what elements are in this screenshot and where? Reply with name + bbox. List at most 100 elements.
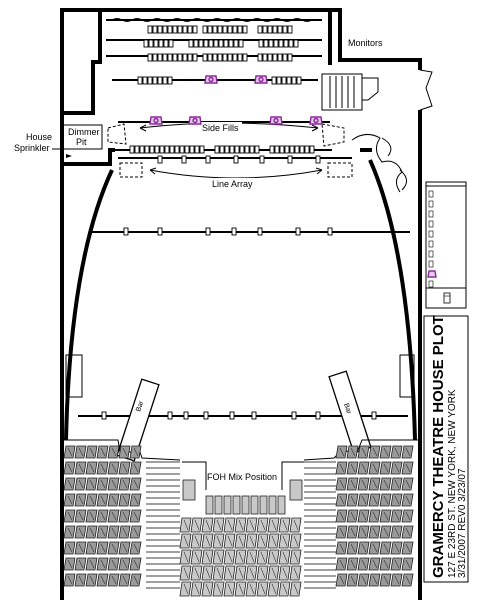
seat [63, 477, 76, 491]
lighting-instrument-icon [237, 53, 243, 62]
lighting-instrument-icon [315, 155, 321, 164]
lighting-instrument-icon [203, 411, 209, 420]
lighting-instrument-icon [242, 25, 248, 34]
seat [63, 509, 76, 523]
lighting-instrument-icon [269, 145, 275, 154]
seat [190, 549, 203, 565]
lighting-instrument-icon [257, 25, 263, 34]
lighting-instrument-icon [234, 145, 240, 154]
foh-booth-slot [268, 495, 277, 515]
side-box-right [399, 354, 415, 398]
lighting-instrument-icon [254, 145, 260, 154]
seat [223, 533, 236, 549]
lighting-instrument-icon [304, 145, 310, 154]
seat [118, 525, 131, 539]
seat [129, 461, 142, 475]
lighting-instrument-icon [163, 39, 169, 48]
seat [96, 493, 109, 507]
seat [267, 565, 280, 581]
lighting-instrument-icon [283, 39, 289, 48]
lighting-instrument-icon [181, 155, 187, 164]
foh-booth-slot [250, 495, 259, 515]
mid-house-pipe [90, 227, 410, 236]
lighting-instrument-icon [263, 39, 269, 48]
seat [289, 581, 302, 597]
foh-mix-position: FOH Mix Position [182, 461, 304, 501]
lighting-instrument-icon [101, 411, 107, 420]
plot-dates: 3/31/2007 REV0 3/23/07 [457, 468, 468, 578]
seat [335, 557, 348, 571]
seat [190, 517, 203, 533]
lighting-instrument-icon [177, 25, 183, 34]
seat [85, 493, 98, 507]
auditorium-wall-left [64, 169, 114, 441]
seat [278, 581, 291, 597]
lighting-instrument-icon [184, 145, 190, 154]
legend-item [428, 260, 434, 268]
seat [74, 573, 87, 587]
seat [96, 573, 109, 587]
seat [357, 557, 370, 571]
seat [107, 573, 120, 587]
seat [107, 477, 120, 491]
side-fill-arrows [139, 124, 319, 132]
seat [401, 477, 414, 491]
legend [425, 181, 467, 309]
seat [256, 549, 269, 565]
seat [63, 525, 76, 539]
house-sprinkler-label-1: House [26, 132, 52, 142]
lighting-instrument-icon [134, 145, 140, 154]
lighting-instrument-icon [291, 411, 297, 420]
seat [401, 525, 414, 539]
seat [357, 573, 370, 587]
lighting-instrument-icon [217, 53, 223, 62]
seat [63, 541, 76, 555]
lighting-instrument-icon [168, 39, 174, 48]
speakers [149, 75, 323, 125]
seat [379, 509, 392, 523]
side-fill-left-box [107, 123, 127, 145]
seat [190, 565, 203, 581]
lighting-instrument-icon [177, 53, 183, 62]
lighting-instrument-icon [295, 227, 301, 236]
seat [212, 533, 225, 549]
seat [201, 549, 214, 565]
seat [368, 557, 381, 571]
seat [346, 541, 359, 555]
seat [118, 477, 131, 491]
lighting-instrument-icon [287, 53, 293, 62]
dimmer-pit-label-1: Dimmer [68, 127, 100, 137]
foh-booth-slot [232, 495, 241, 515]
aisle-steps-left [146, 461, 180, 589]
seat [223, 517, 236, 533]
title-block: GRAMERCY THEATRE HOUSE PLOT 127 E 23RD S… [423, 315, 469, 583]
seat [85, 445, 98, 459]
seat [63, 461, 76, 475]
seat [267, 517, 280, 533]
seat [401, 557, 414, 571]
lighting-instrument-icon [194, 145, 200, 154]
seat [368, 445, 381, 459]
lighting-instrument-icon [167, 411, 173, 420]
title-block-border [423, 315, 469, 583]
lighting-instrument-icon [224, 145, 230, 154]
lighting-instrument-icon [147, 76, 153, 85]
lighting-instrument-icon [251, 411, 257, 420]
seat [335, 509, 348, 523]
line-array-left-box [119, 162, 143, 178]
seat [96, 541, 109, 555]
seat [223, 565, 236, 581]
lighting-instrument-icon [287, 25, 293, 34]
lighting-instrument-icon [193, 39, 199, 48]
seat [390, 445, 403, 459]
seat [107, 541, 120, 555]
front-instruments [129, 145, 321, 164]
seat [85, 477, 98, 491]
lighting-instrument-icon [154, 145, 160, 154]
seat [379, 445, 392, 459]
seat [335, 445, 348, 459]
seat [346, 509, 359, 523]
seat [357, 509, 370, 523]
lighting-instrument-icon [299, 145, 305, 154]
legend-item [427, 270, 437, 278]
